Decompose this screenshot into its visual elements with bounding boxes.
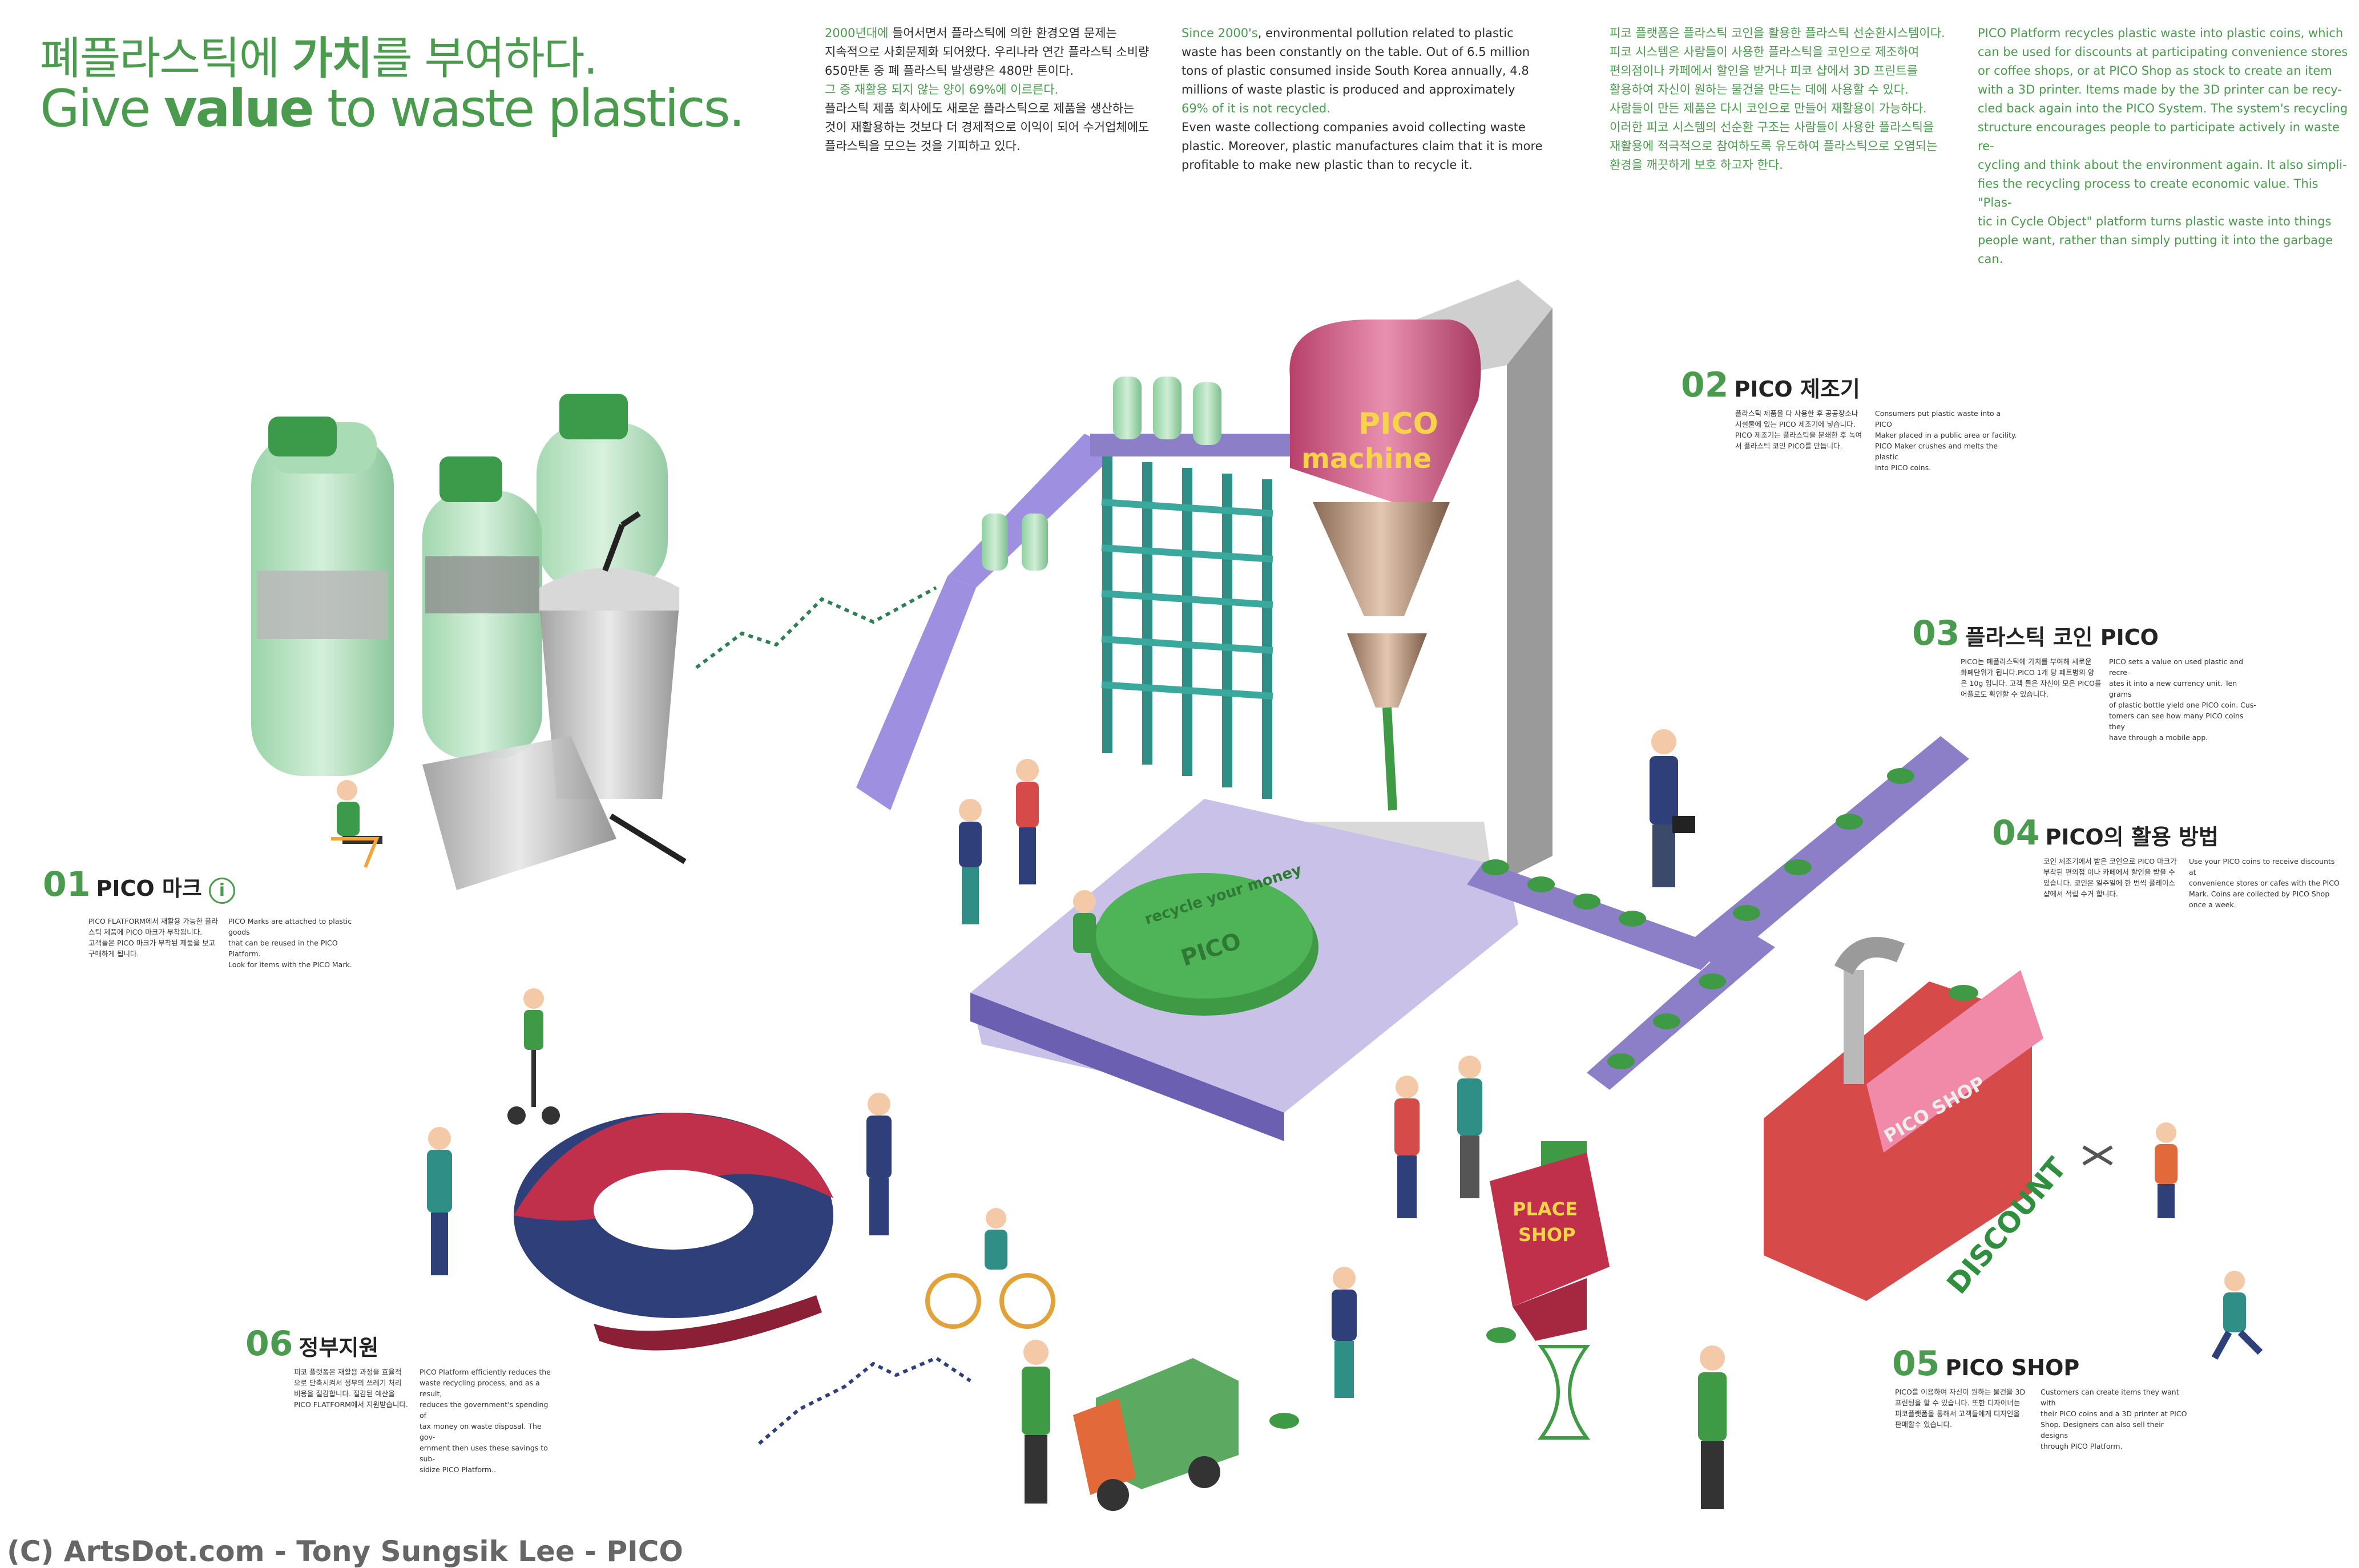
machine-label-pico: PICO (1358, 407, 1438, 441)
intro-en-highlight: Since 2000's (1181, 26, 1258, 40)
intro-en-stat: 69% of it is not recycled. (1181, 102, 1330, 115)
section-03-number: 03 (1912, 613, 1960, 653)
title-ko-text-end: 를 부여하다. (371, 33, 598, 84)
section-02-english: Consumers put plastic waste into a PICO … (1875, 409, 2017, 472)
intro-ko-stat: 그 중 재활용 되지 않는 양이 69%에 이르른다. (825, 83, 1059, 96)
section-02-title: PICO 제조기 (1734, 377, 1860, 402)
section-05-korean: PICO를 이용하여 자신이 원하는 물건을 3D 프린팅을 할 수 있습니다.… (1895, 1388, 2026, 1429)
section-04-header: 04 PICO의 활용 방법 (1992, 813, 2219, 853)
section-05-title: PICO SHOP (1945, 1355, 2080, 1380)
pico-shop-building: PICO SHOP DISCOUNT (1764, 937, 2073, 1301)
section-06-english: PICO Platform efficiently reduces the wa… (420, 1368, 551, 1474)
place-shop-label-1: PLACE (1513, 1198, 1578, 1220)
delivery-truck (1073, 1358, 1239, 1511)
page-title-english: Give value to waste plastics. (40, 79, 745, 139)
section-05-english: Customers can create items they want wit… (2041, 1388, 2187, 1450)
section-06-number: 06 (245, 1324, 293, 1364)
section-03-title: 플라스틱 코인 PICO (1965, 625, 2159, 650)
intro-english-left: Since 2000's, environmental pollution re… (1181, 24, 1547, 175)
coin-platform: recycle your money PICO (970, 799, 1518, 1141)
title-en-bold: value (164, 79, 314, 139)
bottle-conveyor (856, 377, 1296, 810)
dotted-connector-2 (758, 1356, 971, 1445)
section-01-header: 01 PICO 마크 i (43, 864, 235, 904)
intro-english-right: PICO Platform recycles plastic waste int… (1978, 26, 2348, 266)
section-01-english: PICO Marks are attached to plastic goods… (228, 917, 352, 969)
section-03-header: 03 플라스틱 코인 PICO (1912, 613, 2159, 653)
section-04-korean: 코인 제조기에서 받은 코인으로 PICO 마크가 부착된 편의점 이나 카페에… (2043, 857, 2177, 898)
section-04-title: PICO의 활용 방법 (2045, 825, 2219, 850)
section-06-title: 정부지원 (299, 1335, 379, 1360)
machine-label-machine: machine (1301, 443, 1431, 475)
intro-korean-right: 피코 플랫폼은 플라스틱 코인을 활용한 플라스틱 선순환시스템이다. 피코 시… (1610, 26, 1945, 172)
section-03-english: PICO sets a value on used plastic and re… (2109, 657, 2256, 742)
page-title-korean: 폐플라스틱에 가치를 부여하다. (40, 23, 598, 87)
government-swirl (514, 1113, 833, 1351)
section-03-korean: PICO는 폐플라스틱에 가치를 부여해 새로운 화폐단위가 됩니다.PICO … (1961, 657, 2102, 698)
section-01-number: 01 (43, 864, 91, 904)
person-sitting-icon (331, 780, 382, 868)
section-01-korean: PICO FLATFORM에서 재활용 가능한 플라 스틱 제품에 PICO 마… (88, 917, 218, 958)
section-06-header: 06 정부지원 (245, 1324, 378, 1364)
place-shop-label-2: SHOP (1518, 1224, 1575, 1246)
plastic-bottles (251, 394, 687, 890)
intro-ko-highlight: 2000년대에 (825, 26, 889, 40)
intro-korean-left: 2000년대에 들어서면서 플라스틱에 의한 환경오염 문제는 지속적으로 사회… (825, 24, 1167, 156)
intro-en-body: , environmental pollution related to pla… (1181, 26, 1530, 96)
people-figures (427, 729, 2263, 1509)
section-06-korean: 피코 플랫폼은 재활용 과정을 효율적 으로 단축시켜서 정부의 쓰레기 처리 … (294, 1368, 408, 1409)
credit-watermark: (C) ArtsDot.com - Tony Sungsik Lee - PIC… (7, 1535, 683, 1568)
pico-machine: PICO machine (1289, 280, 1552, 902)
place-shop-tower: PLACE SHOP (1490, 1141, 1610, 1440)
dotted-connector-1 (695, 586, 937, 669)
section-05-header: 05 PICO SHOP (1892, 1344, 2079, 1384)
intro-ko-body-2: 플라스틱 제품 회사에도 새로운 플라스틱으로 제품을 생산하는 것이 재활용하… (825, 102, 1150, 153)
section-05-number: 05 (1892, 1344, 1940, 1384)
coin-conveyor (1467, 736, 1969, 1090)
intro-en-body-2: Even waste collectiong companies avoid c… (1181, 120, 1543, 172)
title-ko-bold: 가치 (292, 33, 373, 84)
section-04-number: 04 (1992, 813, 2040, 853)
title-ko-text: 폐플라스틱에 (40, 33, 292, 84)
section-02-number: 02 (1681, 365, 1729, 405)
title-en-text-end: to waste plastics. (312, 79, 745, 139)
section-04-english: Use your PICO coins to receive discounts… (2189, 857, 2340, 909)
section-02-header: 02 PICO 제조기 (1681, 365, 1860, 405)
intro-ko-body: 들어서면서 플라스틱에 의한 환경오염 문제는 지속적으로 사회문제화 되어왔다… (825, 26, 1150, 78)
title-en-text: Give (40, 79, 164, 139)
scattered-coins (1269, 985, 1978, 1429)
info-icon[interactable]: i (208, 878, 235, 904)
section-01-title: PICO 마크 (96, 876, 202, 901)
section-02-korean: 플라스틱 제품을 다 사용한 후 공공장소나 시설물에 있는 PICO 제조기에… (1735, 409, 1862, 450)
